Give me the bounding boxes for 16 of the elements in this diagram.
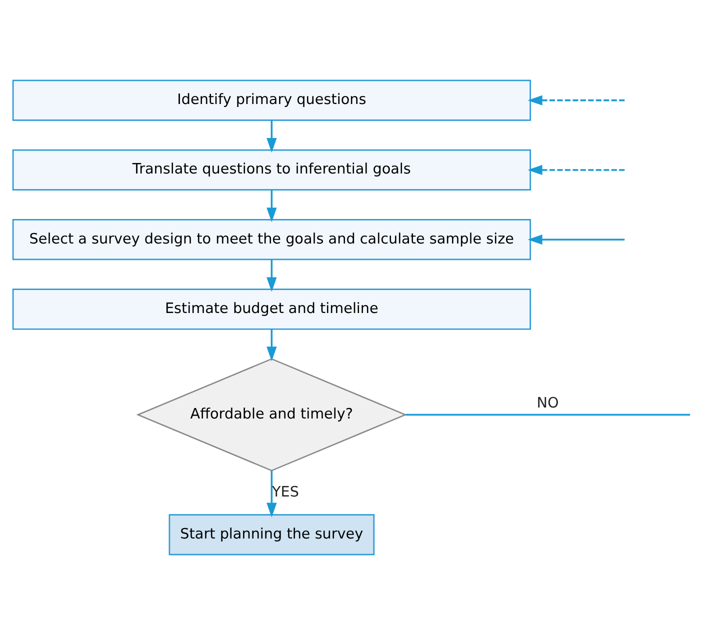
arrow	[266, 260, 277, 292]
edge-label: NO	[536, 395, 559, 412]
arrow	[528, 234, 625, 245]
arrow	[528, 95, 625, 106]
arrow	[266, 120, 277, 153]
node-box: Start planning the survey	[168, 514, 375, 556]
arrow	[266, 190, 277, 222]
arrow	[528, 164, 625, 176]
arrow	[266, 329, 277, 362]
node-box: Identify primary questions	[12, 80, 531, 121]
node-box: Select a survey design to meet the goals and calculate sample size	[12, 219, 531, 260]
node-box: Translate questions to inferential goals	[12, 149, 531, 190]
node-diamond: Affordable and timely?	[136, 358, 408, 472]
connector	[406, 414, 690, 416]
node-box: Estimate budget and timeline	[12, 288, 531, 330]
arrow	[266, 470, 277, 518]
